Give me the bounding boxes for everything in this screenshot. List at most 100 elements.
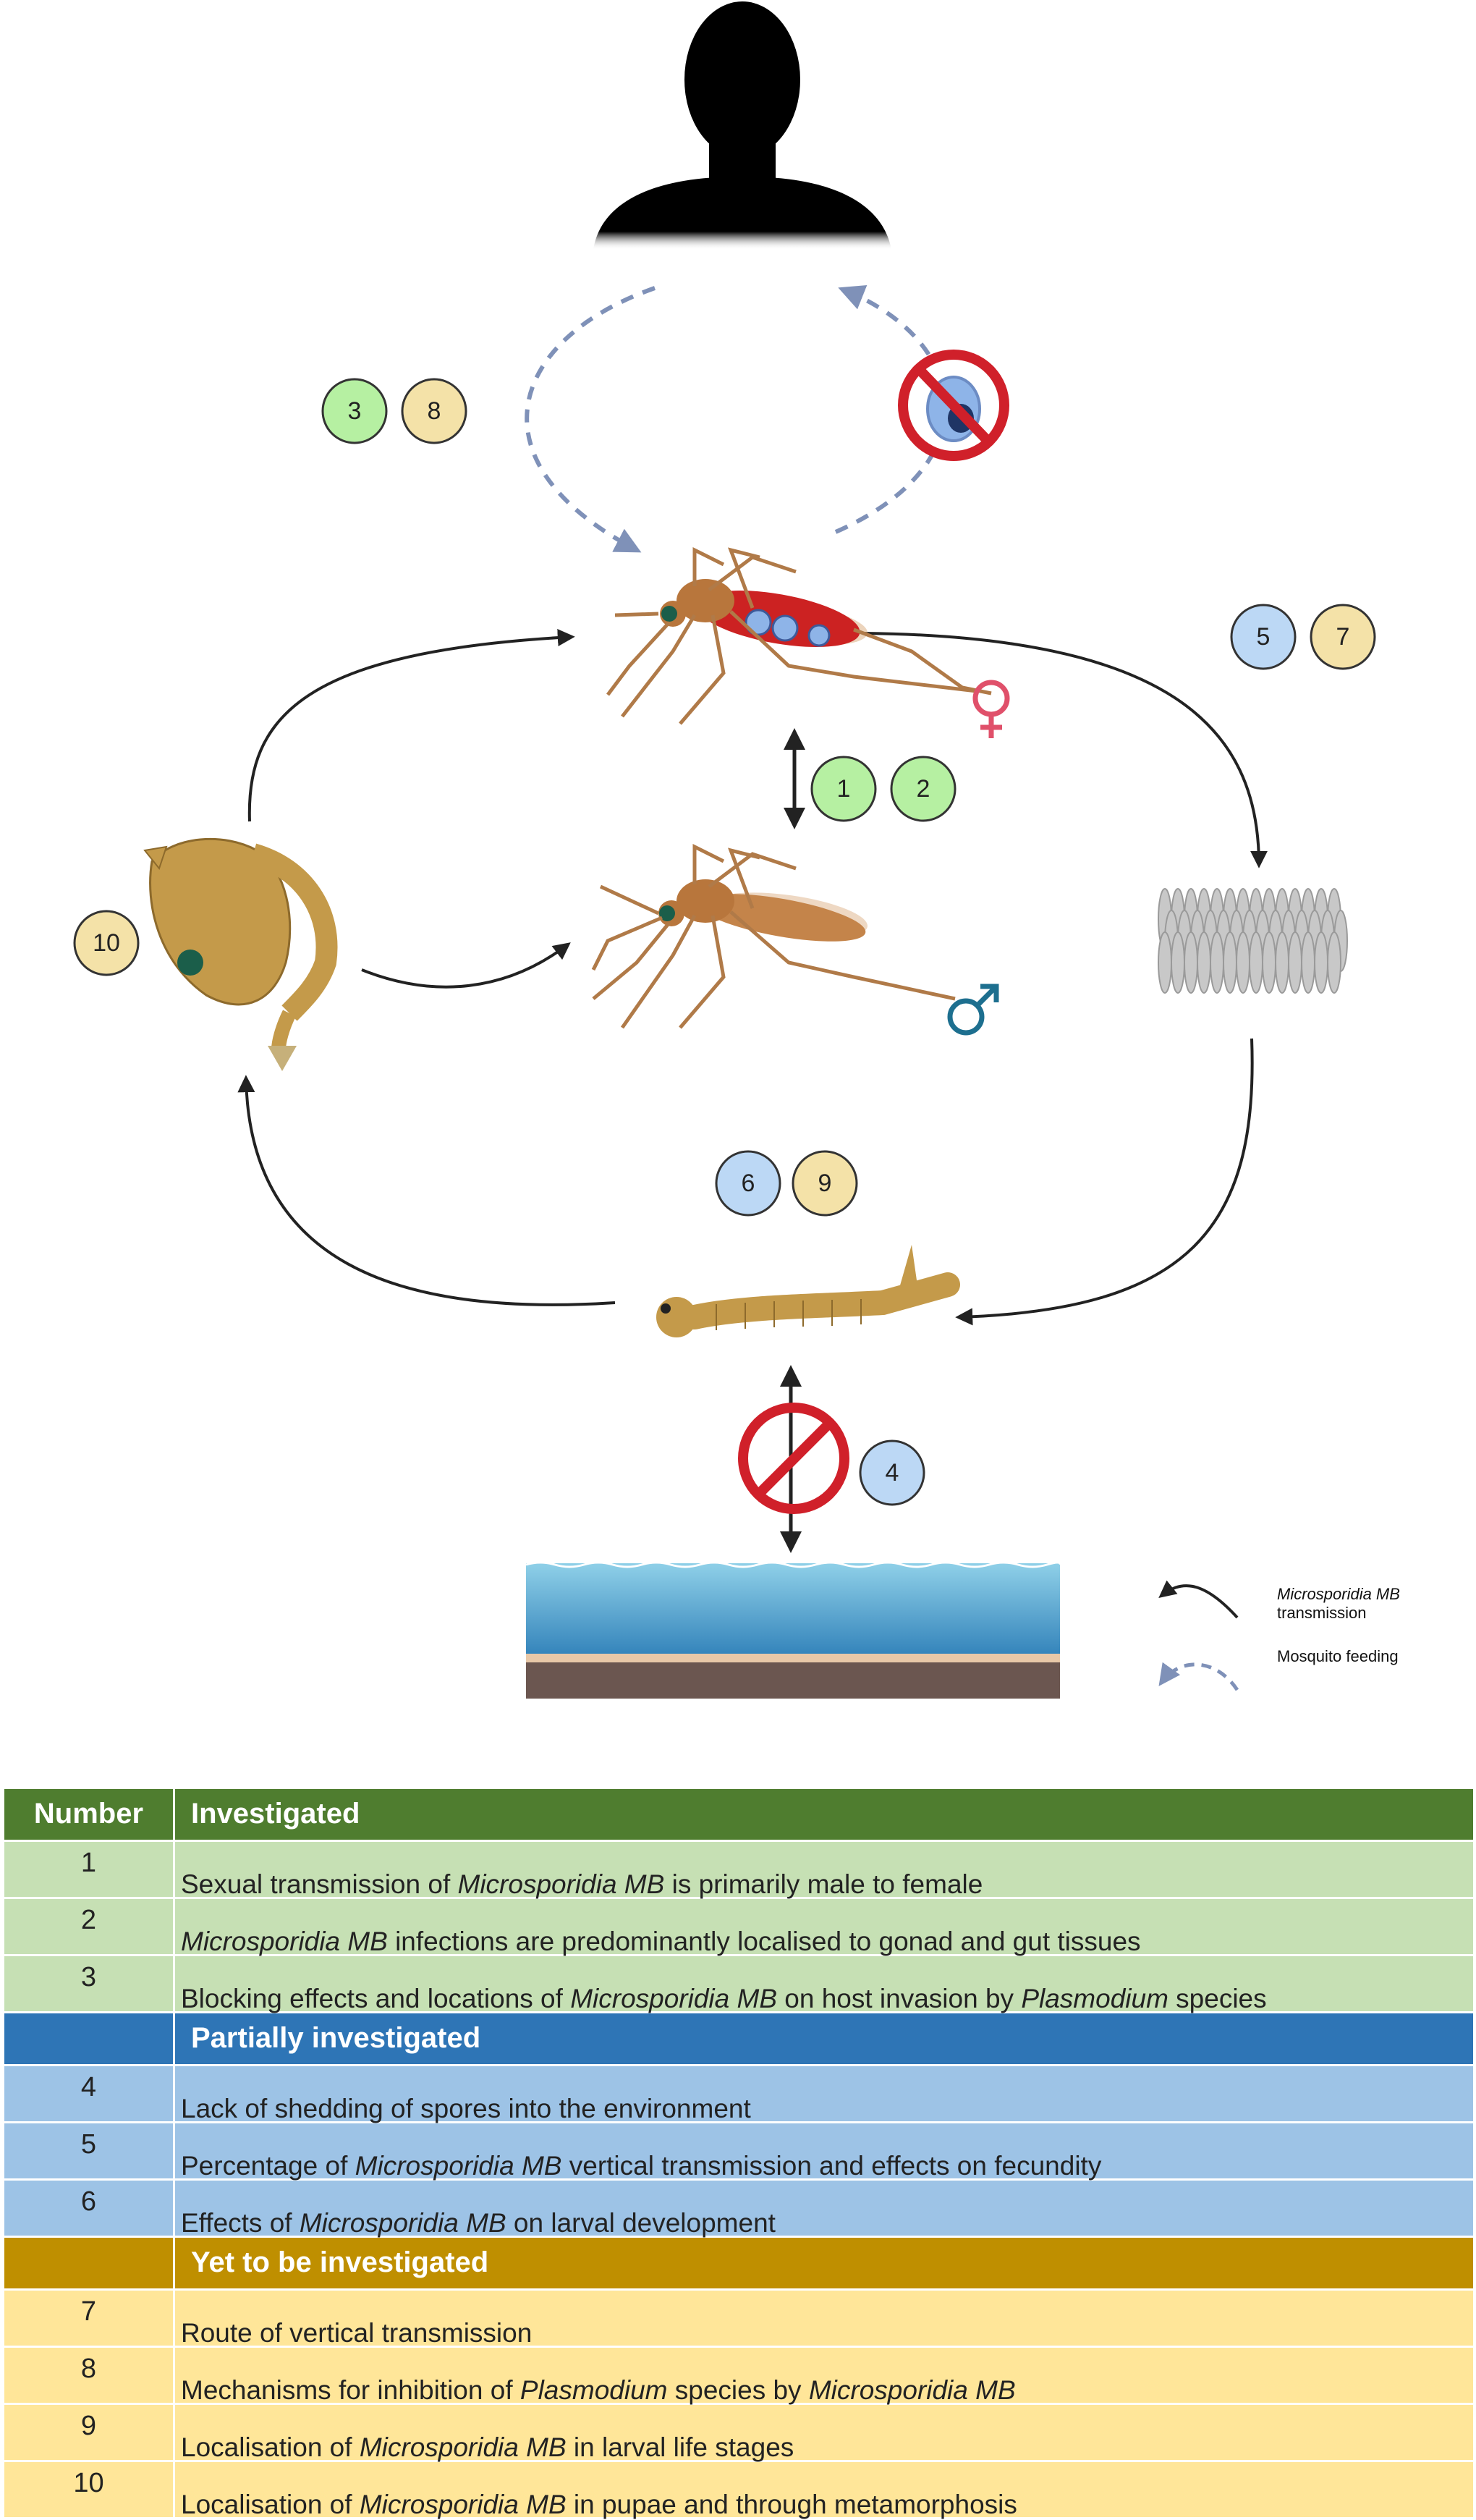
text-segment: species [1168,1984,1267,2013]
header-investigated: Investigated [191,1798,360,1830]
egg [1327,931,1341,994]
italic-term: Microsporidia MB [355,2151,562,2181]
egg [1171,931,1185,994]
no-plasmodium-icon [898,350,1009,461]
row-number: 6 [4,2181,175,2236]
svg-text:1: 1 [837,775,851,803]
text-segment: Localisation of [181,2490,360,2519]
legend-transmission-label-2: transmission [1277,1604,1366,1622]
egg [1197,931,1211,994]
text-segment: Sexual transmission of [181,1869,458,1899]
row-number: 1 [4,1842,175,1897]
yet-header-label: Yet to be investigated [191,2246,489,2278]
legend-feeding-arrow-icon [1158,1662,1239,1691]
row-number: 9 [4,2405,175,2460]
human-silhouette [593,1,891,250]
svg-text:5: 5 [1257,623,1271,651]
row-description: Localisation of Microsporidia MB in larv… [175,2405,1473,2462]
italic-term: Plasmodium [1021,1984,1168,2013]
badge-2: 2 [890,756,957,822]
row-number: 7 [4,2291,175,2346]
text-segment: in larval life stages [566,2432,794,2462]
egg [1210,931,1224,994]
egg [1275,931,1289,994]
water-environment [525,1561,1061,1699]
svg-text:6: 6 [742,1170,755,1197]
italic-term: Microsporidia MB [457,1869,665,1899]
italic-term: Plasmodium [519,2375,668,2405]
badge-6: 6 [715,1150,781,1217]
row-description: Localisation of Microsporidia MB in pupa… [175,2462,1473,2519]
partially-header-label: Partially investigated [191,2022,481,2054]
male-symbol-icon [947,984,999,1036]
female-mosquito [606,546,992,725]
row-description: Mechanisms for inhibition of Plasmodium … [175,2348,1473,2405]
larva-to-pupa-arrow [237,1075,616,1306]
badge-5: 5 [1230,604,1297,670]
row-number: 5 [4,2123,175,2178]
text-segment: on host invasion by [777,1984,1022,2013]
male-mosquito [591,843,956,1029]
text-segment: on larval development [506,2208,776,2238]
legend-transmission-label: Microsporidia MB [1277,1585,1400,1603]
header-number: Number [4,1789,175,1840]
svg-text:7: 7 [1336,623,1350,651]
egg [1314,931,1328,994]
yet-header-row: Yet to be investigated [4,2238,1473,2291]
egg [1236,931,1250,994]
egg [1184,931,1198,994]
legend: Microsporidia MB transmission Mosquito f… [1158,1580,1400,1691]
text-segment: Lack of shedding of spores into the envi… [181,2094,751,2123]
table-header-row: Number Investigated [4,1789,1473,1842]
text-segment: in pupae and through metamorphosis [566,2490,1017,2519]
text-segment: Localisation of [181,2432,360,2462]
larva [656,1245,960,1337]
text-segment: vertical transmission and effects on fec… [561,2151,1102,2181]
badge-9: 9 [792,1150,858,1217]
pupa [143,837,338,1071]
svg-text:4: 4 [886,1459,899,1487]
row-number: 2 [4,1899,175,1954]
row-description: Effects of Microsporidia MB on larval de… [175,2181,1473,2238]
legend-transmission-arrow-icon [1158,1580,1239,1619]
badge-1: 1 [810,756,877,822]
row-number: 4 [4,2066,175,2121]
text-segment: Route of vertical transmission [181,2318,533,2348]
row-description: Microsporidia MB infections are predomin… [175,1899,1473,1956]
lifecycle-diagram: Microsporidia MB transmission Mosquito f… [73,1,1400,1699]
italic-term: Microsporidia MB [299,2208,506,2238]
feeding-arrow-up [834,285,948,534]
italic-term: Microsporidia MB [808,2375,1016,2405]
egg [1223,931,1237,994]
partially-header-row: Partially investigated [4,2013,1473,2066]
italic-term: Microsporidia MB [570,1984,777,2013]
pupa-to-male-arrow [361,942,571,989]
row-number: 10 [4,2462,175,2517]
text-segment: Blocking effects and locations of [181,1984,571,2013]
text-segment: Mechanisms for inhibition of [181,2375,520,2405]
egg [1158,931,1172,994]
italic-term: Microsporidia MB [359,2432,567,2462]
row-description: Route of vertical transmission [175,2291,1473,2348]
text-segment: is primarily male to female [664,1869,983,1899]
text-segment: Effects of [181,2208,300,2238]
svg-text:10: 10 [93,929,120,957]
eggs-to-larva-arrow [955,1038,1254,1326]
egg [1249,931,1263,994]
svg-text:2: 2 [917,775,930,803]
svg-text:8: 8 [428,397,441,425]
badge-3: 3 [321,378,388,444]
text-segment: Percentage of [181,2151,355,2181]
svg-text:9: 9 [818,1170,832,1197]
row-description: Lack of shedding of spores into the envi… [175,2066,1473,2123]
feeding-arrow-down [525,286,656,553]
female-to-eggs-arrow [864,632,1268,868]
